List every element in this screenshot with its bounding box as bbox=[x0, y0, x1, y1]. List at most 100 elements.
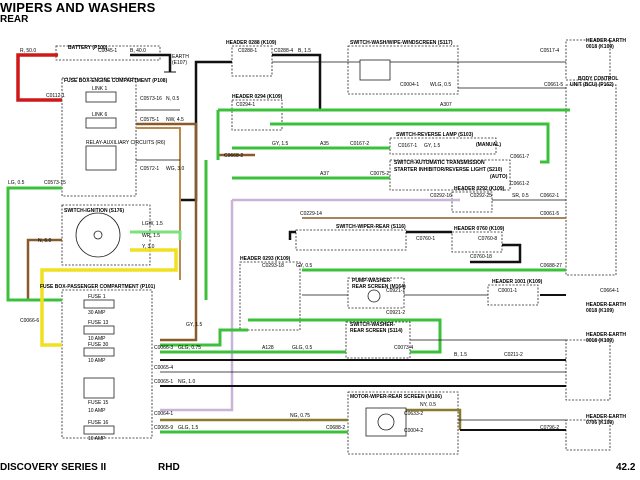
wire-black-earth bbox=[130, 53, 172, 72]
wire-label: GLG, 0.75 bbox=[178, 345, 201, 351]
wire-label: C0001-1 bbox=[498, 288, 517, 294]
wire-label: C0688-27 bbox=[540, 263, 562, 269]
pump-symbol bbox=[367, 289, 381, 303]
wire-label: C0517-4 bbox=[540, 48, 559, 54]
pump-washer-box bbox=[347, 277, 405, 309]
wire-label: C0065-4 bbox=[154, 365, 173, 371]
wire-label: N, 6.0 bbox=[38, 238, 52, 244]
header-0760-label: HEADER 0760 (K109) bbox=[454, 226, 505, 232]
starter-label: STARTER INHIBITOR/REVERSE LIGHT (S210) bbox=[394, 167, 502, 173]
earth-label: EARTH bbox=[172, 54, 189, 60]
wire-label: C0211-2 bbox=[504, 352, 523, 358]
earth-top-label-2: 0018 (K109) bbox=[586, 44, 614, 50]
motor-symbol bbox=[365, 407, 407, 437]
switch-washer-label: SWITCH-WASHER- bbox=[350, 322, 395, 328]
fuse16-symbol bbox=[83, 425, 115, 435]
fuse13-label: FUSE 13 bbox=[88, 320, 109, 326]
wire-label: C0572-1 bbox=[140, 166, 159, 172]
header-0292-label: HEADER 0292 (K109) bbox=[454, 186, 505, 192]
fuse-passenger-label: FUSE BOX-PASSENGER COMPARTMENT (P101) bbox=[40, 284, 155, 290]
wire-brown-2 bbox=[26, 238, 62, 300]
page-subtitle: REAR bbox=[0, 14, 29, 25]
wire-label: B, 1.5 bbox=[298, 48, 311, 54]
wire-label: LG, 0.5 bbox=[8, 180, 25, 186]
wire-label: WR, 1.5 bbox=[142, 233, 160, 239]
fuse30-symbol bbox=[83, 347, 115, 357]
wire-label: A128 bbox=[262, 345, 274, 351]
fuse1-label: FUSE 1 bbox=[88, 294, 106, 300]
ignition-switch-box bbox=[61, 204, 151, 266]
fuse15-amp: 10 AMP bbox=[88, 408, 106, 414]
wire-olive-motor-right bbox=[400, 408, 462, 430]
wire-lightgreen-ign bbox=[130, 230, 182, 240]
wire-label: GY, 0.5 bbox=[296, 263, 313, 269]
wash-switch-symbol bbox=[359, 59, 391, 81]
pump-label: PUMP-WASHER- bbox=[352, 278, 392, 284]
wire-label: C0760-1 bbox=[416, 236, 435, 242]
header-earth-bot-box bbox=[565, 419, 611, 451]
wire-label: C0066-6 bbox=[20, 318, 39, 324]
wire-label: C0066-3 bbox=[154, 345, 173, 351]
relay2-symbol bbox=[83, 377, 115, 399]
battery-box bbox=[55, 45, 161, 61]
wire-label: C0575-1 bbox=[140, 117, 159, 123]
fuse13-amp: 10 AMP bbox=[88, 336, 106, 342]
wire-label: C0661-5 bbox=[544, 82, 563, 88]
manual-label: (MANUAL) bbox=[476, 142, 501, 148]
earth-mid-label: HEADER-EARTH bbox=[586, 302, 626, 308]
wire-label: NG, 0.75 bbox=[290, 413, 310, 419]
header-0293-box bbox=[239, 261, 301, 331]
page-title: WIPERS AND WASHERS bbox=[0, 0, 156, 15]
wire-label: GLG, 1.5 bbox=[178, 425, 199, 431]
footer-page: 42.2 bbox=[616, 462, 636, 473]
wire-label: C0688-2 bbox=[326, 425, 345, 431]
wire-label: C0662-1 bbox=[540, 193, 559, 199]
fuse13-symbol bbox=[83, 325, 115, 335]
relay-label: RELAY-AUXILIARY CIRCUITS (R6) bbox=[86, 140, 166, 146]
wire-label: C0004-1 bbox=[400, 82, 419, 88]
wire-yellow-2 bbox=[40, 298, 62, 347]
fuse16-amp: 10 AMP bbox=[88, 436, 106, 442]
ignition-dial bbox=[75, 212, 121, 258]
auto-label: (AUTO) bbox=[490, 174, 508, 180]
wire-label: B, 40.0 bbox=[130, 48, 146, 54]
wire-label: C0061-5 bbox=[540, 211, 559, 217]
switch-wiper-rear-box bbox=[295, 229, 407, 251]
wire-label: C0661-2 bbox=[510, 181, 529, 187]
wire-label: C0573-15 bbox=[44, 180, 66, 186]
header-earth-mid-box bbox=[565, 339, 611, 401]
wire-label: C0668-2 bbox=[224, 153, 243, 159]
link1-symbol bbox=[85, 91, 117, 103]
wire-black-wiper bbox=[288, 230, 296, 240]
earth-bot-label-2: 0706 (K109) bbox=[586, 420, 614, 426]
wire-label: GY, 1.5 bbox=[424, 143, 441, 149]
wire-label: NY, 0.5 bbox=[420, 402, 436, 408]
wire-label: R, 50.0 bbox=[20, 48, 36, 54]
wire-label: C0633-2 bbox=[404, 411, 423, 417]
wire-green-fuse15 bbox=[160, 328, 248, 347]
earth-mid-label-2: 0018 (K109) bbox=[586, 308, 614, 314]
fuse-box-passenger bbox=[61, 289, 153, 439]
header-1001-label: HEADER 1001 (K109) bbox=[492, 279, 543, 285]
wire-yellow bbox=[40, 248, 178, 298]
wire-black-vert bbox=[180, 72, 198, 202]
fuse1-amp: 30 AMP bbox=[88, 310, 106, 316]
ignition-center bbox=[93, 230, 103, 240]
wire-label: C0292-25 bbox=[470, 193, 492, 199]
wire-label: C0075-2 bbox=[370, 171, 389, 177]
fuse-engine-label: FUSE BOX-ENGINE COMPARTMENT (P108) bbox=[64, 78, 168, 84]
fuse30-label: FUSE 30 bbox=[88, 342, 109, 348]
wire-label: WLG, 0.5 bbox=[430, 82, 451, 88]
bcu-label-2: UNIT (BCU) (P162) bbox=[570, 82, 614, 88]
earth-top-label: HEADER-EARTH bbox=[586, 38, 626, 44]
wire-green-bcu bbox=[270, 122, 550, 164]
wire-label: C0796-2 bbox=[540, 425, 559, 431]
switch-wash-label: SWITCH-WASH/WIPE-WINDSCREEN (S117) bbox=[350, 40, 453, 46]
wire-label: C0073-4 bbox=[394, 345, 413, 351]
wire-label: C0921-2 bbox=[386, 310, 405, 316]
wire-label: SR, 0.5 bbox=[512, 193, 529, 199]
bcu-box bbox=[565, 84, 617, 276]
wire-label: C0288-1 bbox=[238, 48, 257, 54]
wire-label: C0294-1 bbox=[236, 102, 255, 108]
wire-label: GY, 1.5 bbox=[186, 322, 203, 328]
